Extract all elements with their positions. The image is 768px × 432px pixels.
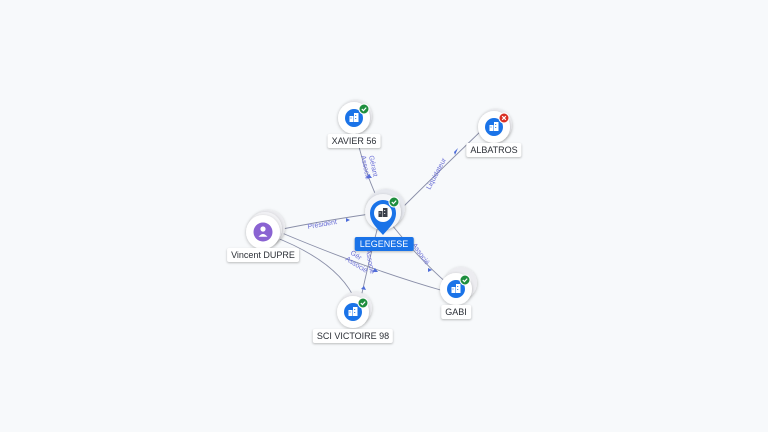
edge-center-gabi[interactable] [391, 224, 449, 285]
edge-vincent-gabi[interactable] [281, 232, 445, 292]
edge-center-albatros[interactable] [397, 129, 483, 213]
building-icon [451, 284, 461, 293]
node-legenese[interactable] [365, 189, 405, 235]
edge-arrows [346, 148, 458, 290]
edge-arrow [361, 286, 366, 290]
edge-label: Gérant [367, 155, 378, 177]
node-label-legenese[interactable]: LEGENESE [354, 237, 414, 251]
node-label-vincent-dupre[interactable]: Vincent DUPRE [227, 248, 299, 262]
node-label-gabi[interactable]: GABI [441, 305, 471, 319]
edge-arrow [428, 268, 432, 272]
edge-arrow [366, 174, 372, 178]
building-icon [348, 307, 358, 316]
check-badge-icon [358, 103, 370, 115]
user-icon [258, 226, 268, 237]
node-albatros[interactable] [478, 109, 512, 143]
check-badge-icon [388, 196, 400, 208]
building-icon [489, 122, 499, 131]
edge-arrow [346, 218, 350, 222]
node-sci-victoire-98[interactable] [337, 292, 372, 328]
check-badge-icon [459, 274, 471, 286]
edge-label: Associé [364, 249, 375, 274]
check-badge-icon [357, 297, 369, 309]
node-label-xavier-56[interactable]: XAVIER 56 [327, 134, 381, 148]
node-label-sci-victoire-98[interactable]: SCI VICTOIRE 98 [312, 329, 394, 343]
edge-arrow [372, 268, 378, 272]
node-xavier-56[interactable] [338, 100, 372, 134]
close-badge-icon [498, 112, 510, 124]
node-vincent-dupre[interactable] [246, 210, 285, 249]
node-gabi[interactable] [440, 267, 477, 305]
edge-arrow [454, 148, 458, 155]
building-icon [378, 208, 388, 217]
node-label-albatros[interactable]: ALBATROS [466, 143, 522, 157]
edge-label: Président [307, 219, 337, 231]
edge-label: Associé [359, 155, 371, 181]
building-icon [349, 113, 359, 122]
edge-label: Liquidateur [426, 156, 449, 190]
edge-label: Associé [410, 242, 430, 266]
